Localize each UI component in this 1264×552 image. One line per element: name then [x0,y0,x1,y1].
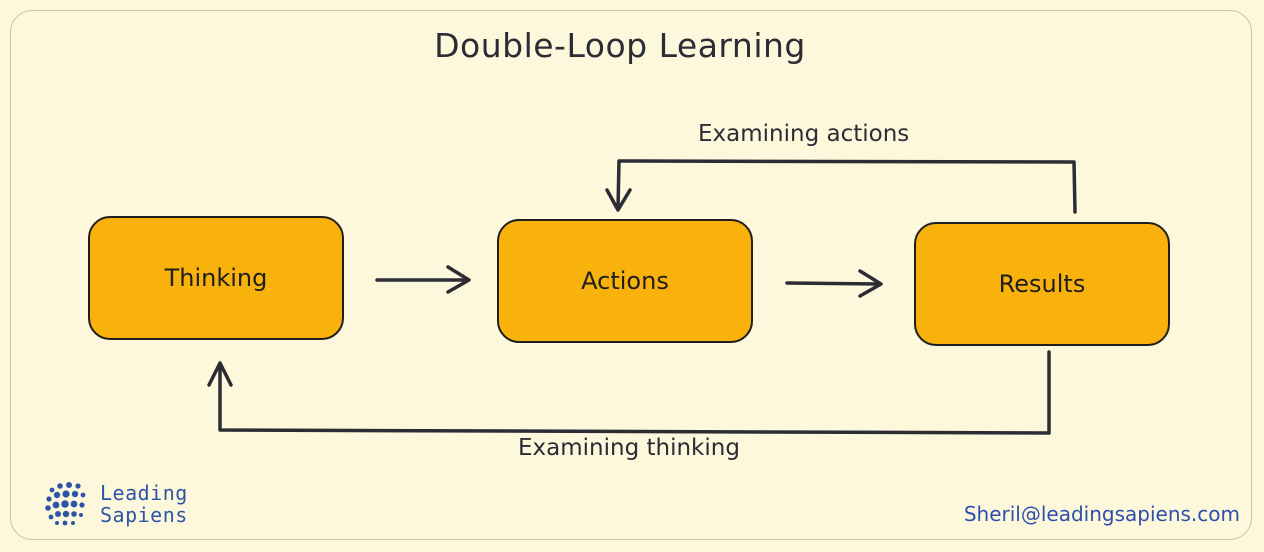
logo-line-1: Leading [100,481,188,505]
results-node: Results [914,222,1170,346]
examining-actions-label: Examining actions [698,121,910,147]
arrow-thinking-to-actions [375,265,471,294]
author-email: Sheril@leadingsapiens.com [963,502,1240,526]
arrow-examining-thinking-loop [207,350,1051,435]
diagram-title: Double-Loop Learning [434,26,806,65]
actions-node: Actions [497,219,753,343]
logo-line-2: Sapiens [100,503,188,527]
examining-thinking-label: Examining thinking [518,435,740,461]
results-node-label: Results [998,270,1086,298]
thinking-node-label: Thinking [164,264,268,292]
thinking-node: Thinking [88,216,344,340]
logo-wordmark: Leading Sapiens [100,482,188,526]
actions-node-label: Actions [581,267,669,295]
arrow-examining-actions-loop [605,159,1077,214]
leading-sapiens-logo: Leading Sapiens [44,480,188,528]
arrow-actions-to-results [785,269,883,298]
dot-cluster-icon [45,482,86,526]
